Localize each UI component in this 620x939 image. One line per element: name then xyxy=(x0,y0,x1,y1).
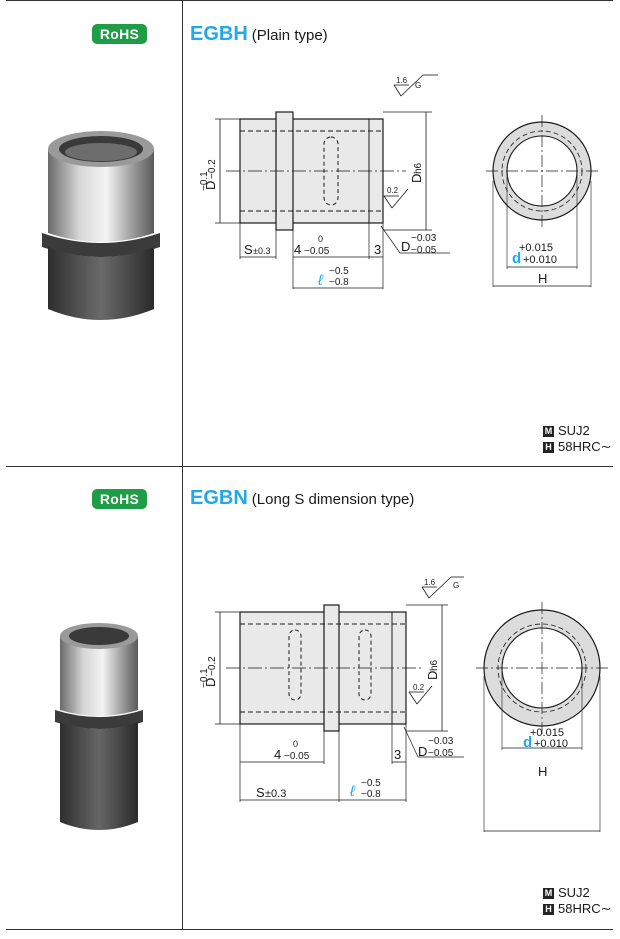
dim-D-tol-upper: −0.1 xyxy=(199,171,210,191)
dim-4-tol-lower: −0.05 xyxy=(284,751,310,762)
product-code: EGBN xyxy=(190,487,248,509)
dim-D2-label: D xyxy=(401,239,410,254)
rohs-badge: RoHS xyxy=(92,24,147,44)
roughness-1.6: 1.6 xyxy=(396,76,408,85)
dim-3-label: 3 xyxy=(374,242,381,257)
dim-4-tol-upper: 0 xyxy=(293,739,298,749)
dim-Dh6-label: D xyxy=(425,671,440,680)
dim-d-label: d xyxy=(512,250,521,267)
dim-S-label: S xyxy=(244,242,253,257)
dim-D2-tol-upper: −0.03 xyxy=(411,233,437,244)
column-divider xyxy=(182,1,183,929)
dim-S-tol: ±0.3 xyxy=(265,788,286,800)
dim-ell-tol-upper: −0.5 xyxy=(361,778,381,789)
dim-d-tol-upper: +0.015 xyxy=(519,242,553,254)
roughness-1.6: 1.6 xyxy=(424,578,436,587)
spec-table: RoHS EGBH(Plain type) xyxy=(6,0,613,930)
hardness-value: 58HRC∼ xyxy=(558,439,612,454)
material-value: SUJ2 xyxy=(558,423,590,438)
row-divider xyxy=(6,466,613,467)
dim-ell-label: ℓ xyxy=(317,272,324,289)
dim-D-tol-lower: −0.2 xyxy=(207,656,218,676)
dim-ell-tol-lower: −0.8 xyxy=(361,789,381,800)
dim-4-label: 4 xyxy=(294,242,301,257)
material-value: SUJ2 xyxy=(558,885,590,900)
dim-ell-tol-upper: −0.5 xyxy=(329,266,349,277)
product-title: EGBN(Long S dimension type) xyxy=(190,487,414,510)
dim-d-label: d xyxy=(523,734,532,751)
side-view-drawing: D −0.1 −0.2 D h6 G 1.6 0.2 S ±0.3 4 0 xyxy=(199,74,450,289)
dim-D-tol-lower: −0.2 xyxy=(207,159,218,179)
front-view-drawing: +0.015 d +0.010 H xyxy=(476,602,608,832)
dim-D2-tol-lower: −0.05 xyxy=(411,245,437,256)
dim-3-label: 3 xyxy=(394,747,401,762)
dim-S-label: S xyxy=(256,785,265,800)
product-code: EGBH xyxy=(190,23,248,45)
dim-4-tol-upper: 0 xyxy=(318,234,323,244)
side-view-drawing: D −0.1 −0.2 D h6 G 1.6 0.2 4 0 −0.05 3 xyxy=(199,576,464,802)
product-title: EGBH(Plain type) xyxy=(190,23,328,46)
rohs-badge: RoHS xyxy=(92,489,147,509)
material-spec: M SUJ2 H 58HRC∼ xyxy=(543,423,612,455)
product-photo xyxy=(55,623,143,830)
material-icon: M xyxy=(543,425,554,437)
front-view-drawing: +0.015 d +0.010 H xyxy=(486,115,598,287)
dim-d-tol-upper: +0.015 xyxy=(530,727,564,739)
dim-d-tol-lower: +0.010 xyxy=(523,254,557,266)
product-subtitle: (Long S dimension type) xyxy=(251,491,415,508)
dim-D2-tol-upper: −0.03 xyxy=(428,736,454,747)
dim-H-label: H xyxy=(538,764,547,779)
dim-H-label: H xyxy=(538,271,547,286)
dim-D-label: D xyxy=(203,678,218,687)
dim-S-tol: ±0.3 xyxy=(253,246,270,256)
dim-d-tol-lower: +0.010 xyxy=(534,738,568,750)
product-photo xyxy=(42,131,160,320)
dim-D-tol-upper: −0.1 xyxy=(199,668,210,688)
material-icon: M xyxy=(543,887,554,899)
dim-Dh6-tol: h6 xyxy=(429,659,440,671)
dim-4-tol-lower: −0.05 xyxy=(304,246,330,257)
dim-ell-label: ℓ xyxy=(349,783,356,800)
roughness-0.2: 0.2 xyxy=(387,186,399,195)
dim-D2-label: D xyxy=(418,744,427,759)
roughness-G: G xyxy=(415,81,421,90)
dim-ell-tol-lower: −0.8 xyxy=(329,277,349,288)
dim-4-label: 4 xyxy=(274,747,281,762)
dim-Dh6-tol: h6 xyxy=(413,162,424,174)
hardness-icon: H xyxy=(543,441,554,453)
dim-Dh6-label: D xyxy=(409,174,424,183)
hardness-icon: H xyxy=(543,903,554,915)
hardness-value: 58HRC∼ xyxy=(558,901,612,916)
dim-D2-tol-lower: −0.05 xyxy=(428,748,454,759)
dim-D-label: D xyxy=(203,181,218,190)
roughness-0.2: 0.2 xyxy=(413,683,425,692)
roughness-G: G xyxy=(453,581,459,590)
product-subtitle: (Plain type) xyxy=(251,27,328,44)
material-spec: M SUJ2 H 58HRC∼ xyxy=(543,885,612,917)
